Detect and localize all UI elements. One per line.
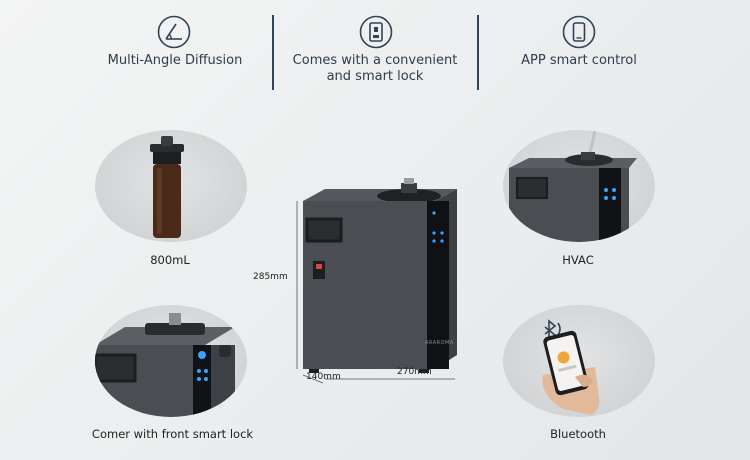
dimension-width: 270mm bbox=[397, 367, 432, 377]
hvac-photo bbox=[503, 130, 655, 242]
bluetooth-photo bbox=[503, 305, 655, 417]
caption-hvac: HVAC bbox=[562, 253, 594, 267]
caption-bottle: 800mL bbox=[150, 253, 190, 267]
oil-bottle-illustration bbox=[150, 136, 184, 238]
dimension-height: 285mm bbox=[253, 272, 288, 282]
caption-bluetooth: Bluetooth bbox=[550, 427, 606, 441]
caption-front-lock: Comer with front smart lock bbox=[91, 427, 254, 441]
feature-label-app: APP smart control bbox=[521, 53, 637, 68]
front-lock-illustration bbox=[95, 313, 235, 417]
hvac-device-illustration bbox=[509, 130, 637, 242]
dimension-depth: 140mm bbox=[306, 372, 341, 382]
smart-lock-icon bbox=[359, 15, 393, 49]
main-device: ARAROMA bbox=[285, 175, 475, 385]
smartphone-icon bbox=[562, 15, 596, 49]
feature-label-diffusion: Multi-Angle Diffusion bbox=[107, 53, 243, 68]
brand-mark: ARAROMA bbox=[425, 340, 454, 346]
bottle-photo bbox=[95, 130, 247, 242]
feature-label-lock: Comes with a convenient and smart lock bbox=[292, 53, 458, 84]
feature-divider bbox=[477, 15, 479, 90]
angle-diffusion-icon bbox=[157, 15, 191, 49]
feature-divider bbox=[272, 15, 274, 90]
phone-in-hand-illustration bbox=[542, 319, 600, 415]
front-lock-photo bbox=[95, 305, 247, 417]
